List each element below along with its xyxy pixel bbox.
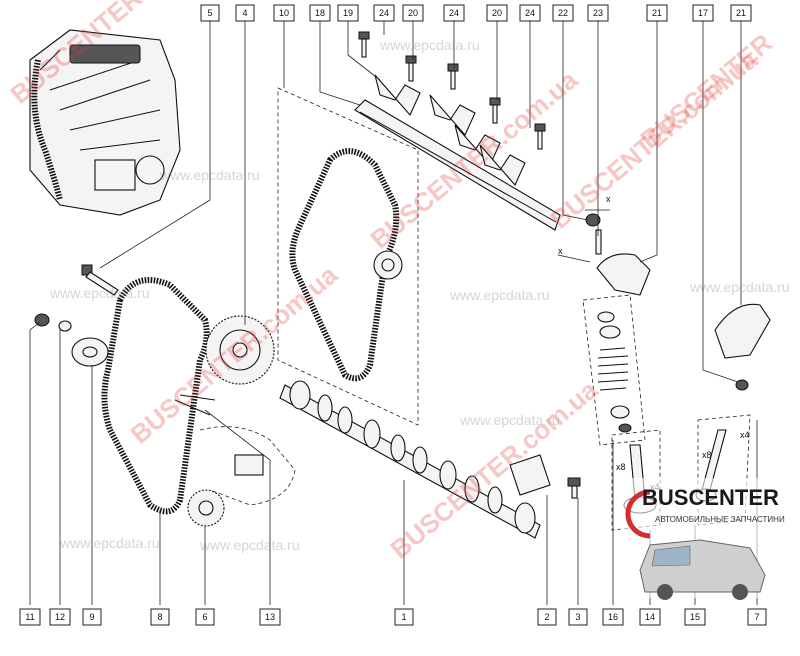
watermark-epc: www.epcdata.ru [159, 167, 260, 183]
callout-number: 5 [207, 8, 212, 18]
watermark-epc: www.epcdata.ru [199, 537, 300, 553]
bolt-icon [358, 31, 546, 150]
callout-number: 11 [25, 612, 34, 622]
callout-box: 11 [19, 608, 41, 626]
logo-tagline: АВТОМОБИЛЬНЫЕ ЗАПЧАСТИНИ [655, 515, 785, 524]
callout-number: 24 [379, 8, 389, 18]
callout-number: 22 [558, 8, 568, 18]
watermark-epc: www.epcdata.ru [49, 285, 150, 301]
watermark-brand: BUSCENTER [635, 27, 778, 154]
camshaft-pulley [205, 315, 275, 385]
callout-box: 23 [587, 4, 609, 22]
rocker-shaft-assembly [354, 31, 561, 231]
callout-number: 9 [89, 612, 94, 622]
camshaft [279, 380, 541, 539]
engine-block-outline [174, 394, 296, 506]
callout-number: 6 [202, 612, 207, 622]
engine-thumbnail [29, 29, 181, 216]
callout-box: 15 [684, 608, 706, 626]
quantity-label: x8 [616, 462, 626, 472]
watermark-epc: www.epcdata.ru [459, 412, 560, 428]
callout-box: 24 [519, 4, 541, 22]
callout-box: 24 [373, 4, 395, 22]
callout-number: 14 [645, 612, 655, 622]
callout-box: 6 [195, 608, 215, 626]
callout-box: 2 [537, 608, 557, 626]
callouts-top: 5 4 10 18 19 24 20 24 20 24 22 23 21 17 … [200, 4, 752, 22]
callout-number: 2 [544, 612, 549, 622]
callout-number: 4 [242, 8, 247, 18]
thrust-plate [509, 454, 581, 499]
callout-box: 16 [602, 608, 624, 626]
quantity-label: x8 [702, 450, 712, 460]
rocker-arm [585, 213, 771, 391]
callout-box: 9 [82, 608, 102, 626]
callout-number: 18 [315, 8, 325, 18]
callout-number: 20 [492, 8, 502, 18]
buscenter-logo: BUSCENTER АВТОМОБИЛЬНЫЕ ЗАПЧАСТИНИ [620, 478, 785, 600]
callout-box: 8 [150, 608, 170, 626]
valve-spring-assembly [582, 294, 646, 446]
callout-box: 22 [552, 4, 574, 22]
timing-belt-upper [289, 148, 403, 382]
callout-number: 21 [736, 8, 746, 18]
callout-box: 5 [200, 4, 220, 22]
crankshaft-pulley [187, 489, 225, 527]
callout-number: 20 [408, 8, 418, 18]
dimension-label-x: x [606, 194, 611, 204]
watermark-brand: BUSCENTER.com.ua [125, 259, 344, 449]
callout-number: 3 [575, 612, 580, 622]
callout-box: 14 [639, 608, 661, 626]
callout-box: 20 [486, 4, 508, 22]
callout-number: 1 [401, 612, 406, 622]
watermark-epc: www.epcdata.ru [449, 287, 550, 303]
callout-box: 1 [394, 608, 414, 626]
callout-box: 21 [730, 4, 752, 22]
van-icon [639, 539, 766, 600]
quantity-label: x4 [740, 430, 750, 440]
callout-box: 3 [568, 608, 588, 626]
callout-box: 19 [337, 4, 359, 22]
callout-number: 24 [449, 8, 459, 18]
callout-box: 12 [49, 608, 71, 626]
watermark-epc: www.epcdata.ru [379, 37, 480, 53]
callout-number: 15 [690, 612, 700, 622]
callout-box: 20 [402, 4, 424, 22]
callout-number: 7 [754, 612, 759, 622]
watermark-epc: www.epcdata.ru [689, 279, 790, 295]
dimension-label-x: x [558, 246, 563, 256]
callouts-bottom: 11 12 9 8 6 13 1 2 3 16 14 15 7 [19, 608, 767, 626]
callout-box: 13 [259, 608, 281, 626]
watermark-epc: www.epcdata.ru [59, 535, 160, 551]
callout-box: 21 [646, 4, 668, 22]
callout-box: 7 [747, 608, 767, 626]
timing-belt-lower [101, 277, 210, 515]
callout-number: 21 [652, 8, 662, 18]
callout-box: 18 [309, 4, 331, 22]
callout-number: 23 [593, 8, 603, 18]
tensioner-assembly [34, 264, 119, 367]
callout-box: 17 [692, 4, 714, 22]
callout-number: 13 [265, 612, 275, 622]
logo-name: BUSCENTER [642, 485, 779, 510]
callout-number: 8 [157, 612, 162, 622]
callout-box: 24 [443, 4, 465, 22]
callout-box: 10 [273, 4, 295, 22]
callout-number: 24 [525, 8, 535, 18]
callout-number: 19 [343, 8, 353, 18]
callout-number: 12 [55, 612, 65, 622]
callout-number: 10 [279, 8, 289, 18]
callout-number: 17 [698, 8, 708, 18]
callout-number: 16 [608, 612, 618, 622]
callout-box: 4 [235, 4, 255, 22]
